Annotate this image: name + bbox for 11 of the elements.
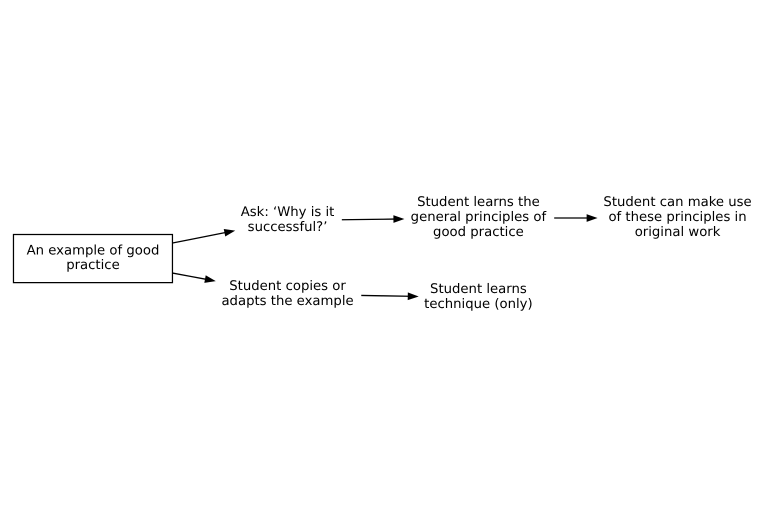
node-text: Student learns technique (only) [424,282,533,312]
node-box: An example of good practice [12,234,174,284]
arrow [361,292,419,300]
arrow [172,229,236,244]
node-text: Student can make use of these principles in original work [603,195,752,240]
arrow [342,215,404,223]
arrow [172,272,216,283]
node-text: Ask: ‘Why is it successful?’ [240,205,334,236]
node-text: Student learns the general principles of good practice [410,195,546,240]
node-text: Student copies or adapts the example [221,278,354,309]
arrow [554,214,598,222]
